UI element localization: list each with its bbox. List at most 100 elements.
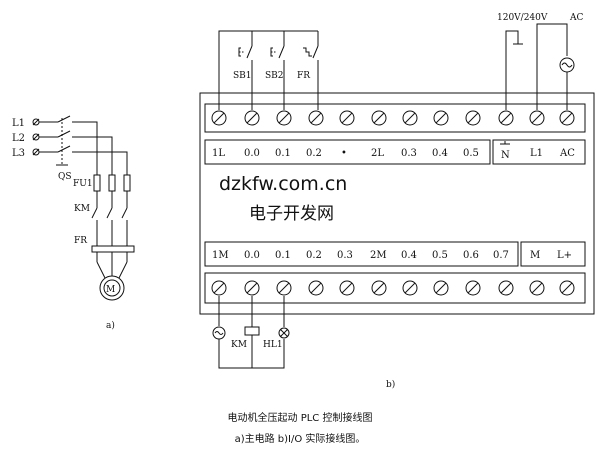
supply-voltage-label: 120V/240V: [497, 13, 548, 23]
relay-label: FR: [74, 236, 87, 246]
bottom-terminal-label-q0-6: 0.6: [463, 250, 479, 261]
output-label-hl1: HL1: [263, 340, 283, 350]
neutral-mark: [500, 141, 510, 145]
top-terminal-label-n: N: [501, 150, 510, 161]
qs-switch: [56, 115, 71, 166]
bottom-terminal-label-2m: 2M: [370, 250, 387, 261]
svg-text:M: M: [106, 285, 115, 295]
input-label-sb2: SB2: [265, 71, 284, 81]
fr-contact-icon: [303, 31, 319, 110]
figure-caption-title: 电动机全压起动 PLC 控制接线图: [227, 413, 373, 424]
output-device-labels: KM HL1: [231, 340, 283, 350]
top-terminal-screw-slot-2: [246, 112, 258, 124]
bottom-terminal-screw-slot-7: [404, 282, 416, 294]
top-terminal-label-1l: 1L: [212, 148, 225, 159]
phase-label-l1: L1: [12, 118, 25, 129]
phase-label-l2: L2: [12, 133, 25, 144]
fuse-fu1: [93, 174, 131, 192]
top-terminal-screw-slot-3: [278, 112, 290, 124]
top-terminal-label-2l: 2L: [371, 148, 384, 159]
sb1-pushbutton-icon: [238, 31, 253, 110]
top-terminal-screw-slot-9: [467, 112, 479, 124]
bottom-terminal-screw-slot-4: [310, 282, 322, 294]
bottom-terminal-label-q0-3: 0.3: [337, 250, 353, 261]
bottom-terminal-label-1m: 1M: [212, 250, 229, 261]
bottom-terminal-screw-slot-12: [561, 282, 573, 294]
top-terminal-screw-slot-6: [373, 112, 385, 124]
switch-label: QS: [58, 172, 72, 182]
top-terminal-labels: 1L 0.0 0.1 0.2 • 2L 0.3 0.4 0.5 N L1 AC: [212, 148, 575, 161]
bottom-terminal-screw-slot-1: [213, 282, 225, 294]
fuse-label: FU1: [73, 179, 93, 189]
top-terminal-label-i0-3: 0.3: [401, 148, 417, 159]
top-terminal-label-i0-0: 0.0: [244, 148, 260, 159]
sb2-pushbutton-icon: [270, 31, 285, 110]
figure-caption-subtitle: a)主电路 b)I/O 实际接线图。: [234, 434, 366, 445]
top-terminal-label-l1: L1: [530, 148, 543, 159]
output-label-km: KM: [231, 340, 247, 350]
plc-housing: [199, 92, 595, 315]
top-terminal-label-i0-1: 0.1: [275, 148, 291, 159]
input-wiring: [218, 30, 319, 110]
input-label-fr: FR: [297, 71, 310, 81]
km-coil-icon: [244, 326, 260, 336]
top-terminal-screw-slot-5: [341, 112, 353, 124]
bottom-terminal-screw-slot-3: [278, 282, 290, 294]
subfigure-label-b: b): [386, 380, 396, 390]
top-terminal-screw-slot-11: [531, 112, 543, 124]
bottom-terminal-label-q0-5: 0.5: [432, 250, 448, 261]
motor-icon: [99, 275, 125, 301]
top-terminal-label-dot: •: [341, 148, 347, 159]
top-terminal-label-i0-2: 0.2: [306, 148, 322, 159]
plc-module: [199, 92, 595, 315]
bottom-terminal-screws: [211, 280, 575, 296]
top-terminal-strip: [204, 103, 586, 133]
bottom-terminal-screw-slot-2: [246, 282, 258, 294]
bottom-terminal-label-q0-0: 0.0: [244, 250, 260, 261]
top-terminal-label-i0-5: 0.5: [463, 148, 479, 159]
bottom-terminal-screw-slot-11: [531, 282, 543, 294]
power-wiring: [505, 23, 575, 110]
top-terminal-screw-slot-1: [213, 112, 225, 124]
bottom-terminal-screw-slot-10: [500, 282, 512, 294]
top-terminal-screw-slot-10: [500, 112, 512, 124]
bottom-terminal-label-m: M: [530, 250, 540, 261]
top-terminal-screw-slot-7: [404, 112, 416, 124]
watermark-site-name: 电子开发网: [249, 204, 334, 224]
bottom-terminal-labels: 1M 0.0 0.1 0.2 0.3 2M 0.4 0.5 0.6 0.7 M …: [212, 250, 572, 261]
bottom-label-strip-right: [520, 241, 586, 267]
bottom-terminal-label-lplus: L+: [557, 250, 572, 261]
phase-label-l3: L3: [12, 148, 25, 159]
bottom-terminal-label-q0-2: 0.2: [306, 250, 322, 261]
bottom-terminal-label-q0-7: 0.7: [493, 250, 509, 261]
subfigure-label-a: a): [106, 321, 115, 331]
top-terminal-screws: [211, 110, 575, 126]
top-terminal-screw-slot-12: [561, 112, 573, 124]
hl1-lamp-icon: [278, 327, 290, 339]
bottom-terminal-screw-slot-5: [341, 282, 353, 294]
top-terminal-screw-slot-4: [310, 112, 322, 124]
main-circuit-labels: L1 L2 L3 QS FU1 KM FR: [12, 118, 93, 246]
fr-thermal-relay: [91, 245, 135, 262]
bottom-terminal-strip: [204, 272, 586, 304]
top-label-strip-right: [492, 139, 586, 165]
supply-ac-label: AC: [569, 13, 583, 23]
input-label-sb1: SB1: [233, 71, 252, 81]
watermark-domain: dzkfw.com.cn: [219, 173, 348, 195]
bottom-terminal-label-q0-4: 0.4: [401, 250, 417, 261]
bottom-terminal-screw-slot-6: [373, 282, 385, 294]
top-terminal-label-ac: AC: [559, 148, 575, 159]
bottom-label-strip: [204, 241, 519, 267]
bottom-terminal-screw-slot-9: [467, 282, 479, 294]
contactor-label: KM: [74, 204, 90, 214]
top-terminal-label-i0-4: 0.4: [432, 148, 448, 159]
bottom-terminal-screw-slot-8: [435, 282, 447, 294]
top-terminal-screw-slot-8: [435, 112, 447, 124]
top-label-strip: [204, 139, 491, 165]
bottom-terminal-label-q0-1: 0.1: [275, 250, 291, 261]
main-circuit: M: [32, 115, 135, 301]
output-wiring: [212, 296, 290, 369]
input-device-labels: SB1 SB2 FR: [233, 71, 310, 81]
km-main-contacts: [91, 207, 128, 219]
